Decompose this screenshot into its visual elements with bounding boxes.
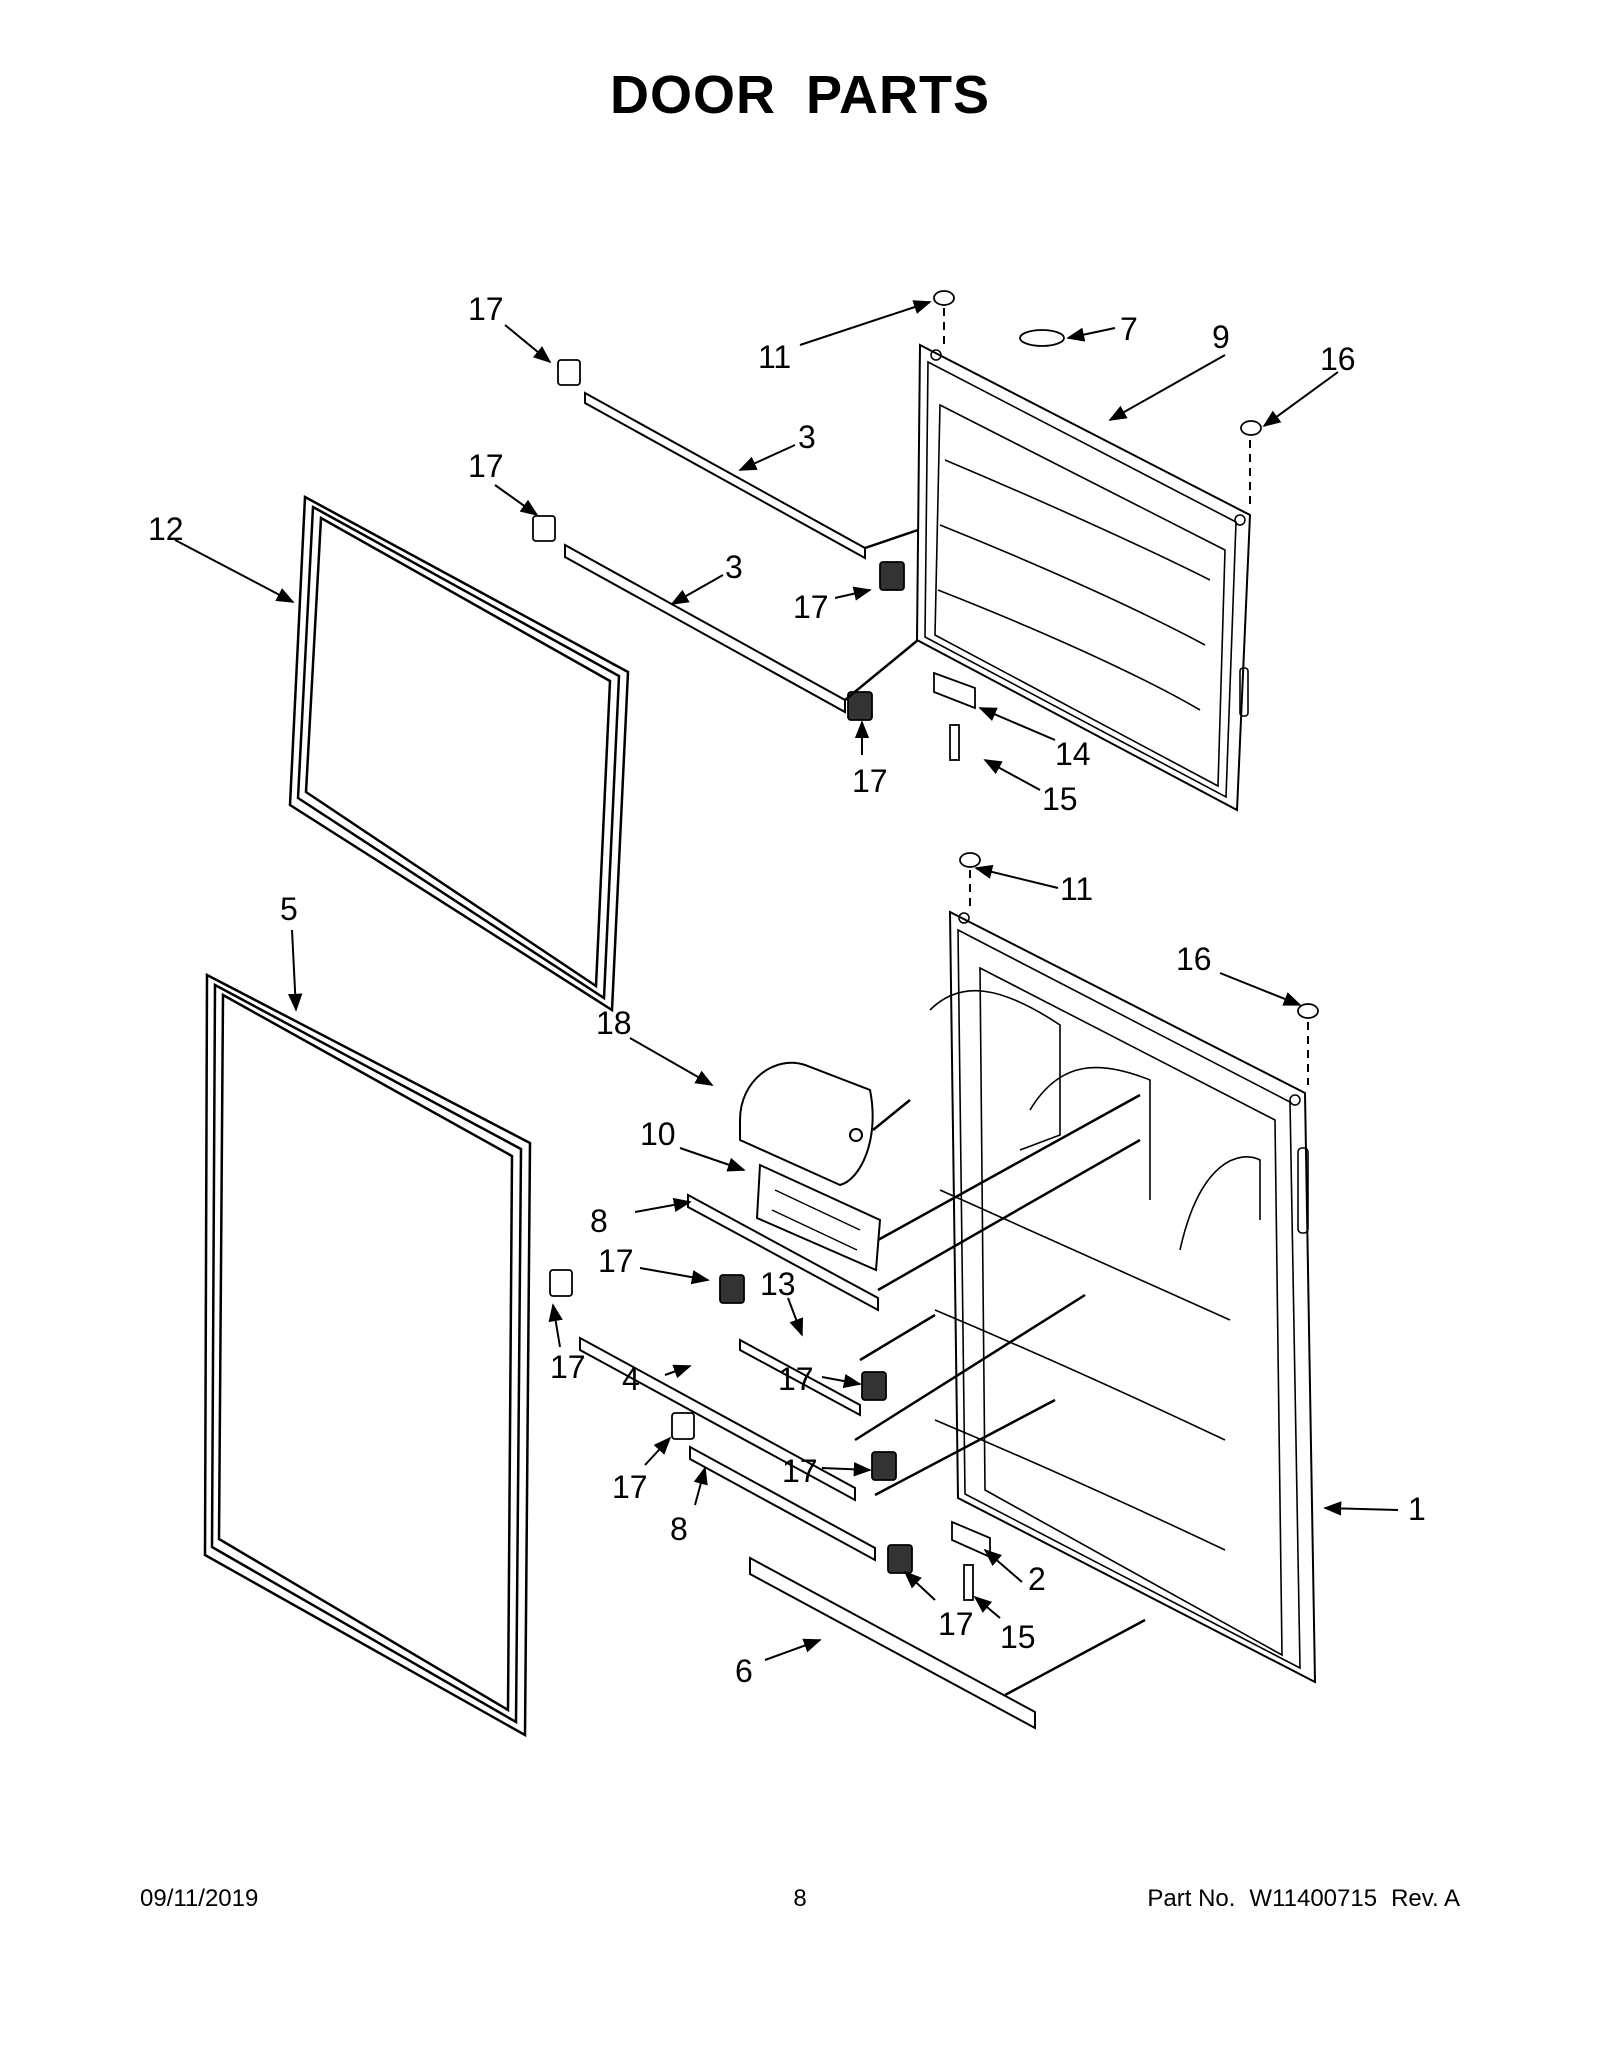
callout-5: 5 (280, 891, 298, 927)
callout-17: 17 (938, 1606, 974, 1642)
page-title: DOOR PARTS (609, 65, 990, 125)
fresh-food-door (929, 910, 1317, 1684)
callout-16: 16 (1176, 941, 1212, 977)
callout-15: 15 (1042, 781, 1078, 817)
callout-11: 11 (758, 339, 791, 375)
callout-17: 17 (778, 1361, 814, 1397)
assembly-solid-lines (844, 528, 1146, 1697)
callout-10: 10 (640, 1116, 676, 1152)
callout-17: 17 (550, 1349, 586, 1385)
callout-2: 2 (1028, 1561, 1046, 1597)
callout-16: 16 (1320, 341, 1356, 377)
callout-17: 17 (598, 1243, 634, 1279)
callout-labels: 11 7 9 16 17 3 17 12 3 17 17 14 15 11 16… (148, 291, 1426, 1689)
freezer-gasket (288, 494, 630, 1013)
callout-17: 17 (852, 763, 888, 799)
revision: Rev. A (1391, 1885, 1460, 1912)
footer-page-number: 8 (793, 1885, 807, 1912)
dairy-bin-and-cover (739, 1061, 882, 1272)
callout-12: 12 (148, 511, 184, 547)
callout-11: 11 (1060, 871, 1093, 907)
callout-15: 15 (1000, 1619, 1036, 1655)
callout-17: 17 (793, 589, 829, 625)
assembly-guide-lines (943, 308, 1309, 1085)
callout-6: 6 (735, 1653, 753, 1689)
callout-13: 13 (760, 1266, 796, 1302)
callout-8: 8 (670, 1511, 688, 1547)
callout-17: 17 (468, 448, 504, 484)
callout-17: 17 (468, 291, 504, 327)
footer-part-number: Part No. W11400715 Rev. A (1147, 1885, 1460, 1913)
callout-8: 8 (590, 1203, 608, 1239)
part-number: W11400715 (1249, 1885, 1378, 1912)
leader-arrows (174, 300, 1399, 1661)
callout-3: 3 (798, 419, 816, 455)
footer-date: 09/11/2019 (140, 1885, 259, 1912)
callout-17: 17 (612, 1469, 648, 1505)
hardware-parts (532, 290, 1319, 1601)
callout-18: 18 (596, 1005, 632, 1041)
callout-7: 7 (1120, 311, 1138, 347)
freezer-door (915, 343, 1252, 812)
fresh-food-gasket (203, 972, 532, 1738)
callout-9: 9 (1212, 319, 1230, 355)
part-label: Part No. (1147, 1885, 1236, 1912)
callout-3: 3 (725, 549, 743, 585)
callout-17: 17 (782, 1453, 818, 1489)
callout-1: 1 (1408, 1491, 1426, 1527)
callout-4: 4 (622, 1361, 640, 1397)
callout-14: 14 (1055, 736, 1091, 772)
door-shelf-trims (564, 391, 1036, 1730)
